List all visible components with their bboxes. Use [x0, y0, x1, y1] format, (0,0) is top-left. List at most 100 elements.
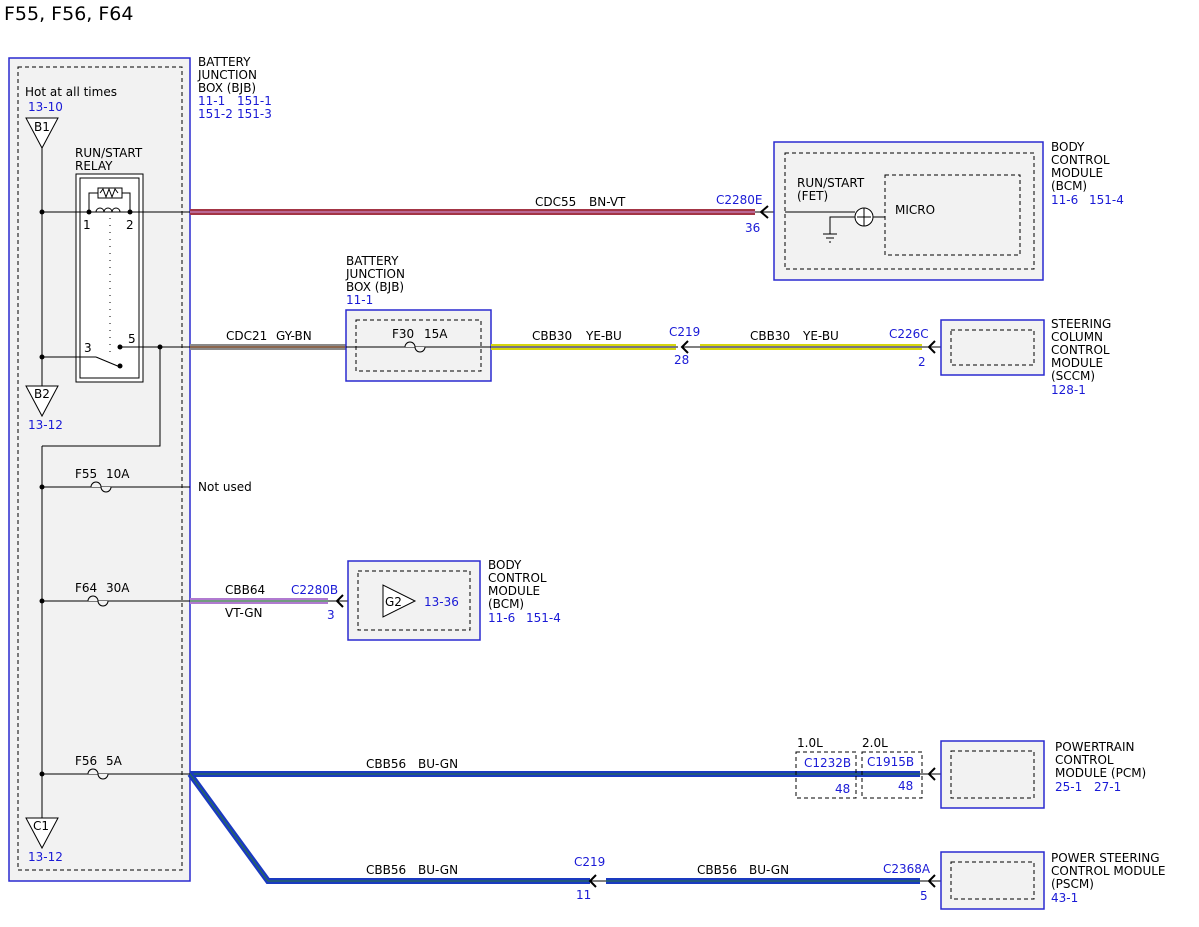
pcm: POWERTRAIN CONTROL MODULE (PCM) 25-1 27-…: [940, 740, 1146, 809]
c1-symbol: [25, 817, 59, 850]
f30-fuse-symbol: [404, 341, 426, 353]
bjb-f30-frame: [345, 309, 492, 382]
cdc55-circuit-label: CDC55: [535, 195, 576, 209]
b2-label: B2: [34, 387, 50, 401]
c2368a-connector-symbol: [927, 874, 936, 888]
c2368a-pin: 5: [920, 889, 928, 903]
bcm-g2-label-3: MODULE: [488, 584, 540, 598]
bjb-main-ref-4: 151-3: [237, 107, 272, 121]
cbb64-color-label: VT-GN: [225, 606, 262, 620]
bjb-f30: BATTERY JUNCTION BOX (BJB) 11-1 F30 15A: [345, 254, 492, 382]
bjb-main: BATTERY JUNCTION BOX (BJB) 11-1 151-1 15…: [8, 55, 272, 882]
b1-symbol: [25, 117, 59, 150]
c219-a-name: C219: [669, 325, 700, 339]
pcm-ref-2: 27-1: [1094, 780, 1121, 794]
bcm-top-label-4: (BCM): [1051, 179, 1087, 193]
relay-pin1-dot: [86, 209, 92, 215]
bcm-run-start-label-1: RUN/START: [797, 176, 865, 190]
pcm-connector-symbol: [927, 767, 936, 781]
bcm-top-ref-1: 11-6: [1051, 193, 1078, 207]
relay-pin-3: 3: [84, 341, 92, 355]
bjb-main-label-2: JUNCTION: [197, 68, 257, 82]
c2280b-name: C2280B: [291, 583, 338, 597]
c226c-pin: 2: [918, 355, 926, 369]
relay-switch-dot: [117, 363, 123, 369]
bcm-g2-ref-1: 11-6: [488, 611, 515, 625]
cdc21-circuit: CDC21 GY-BN: [190, 329, 346, 350]
cbb30-a-circuit-label: CBB30: [532, 329, 572, 343]
cbb56-b-circuit-label: CBB56: [366, 863, 406, 877]
c226c-connector-symbol: [927, 340, 936, 354]
pcm-inner-frame: [950, 750, 1035, 799]
f55-rating: 10A: [106, 467, 130, 481]
c226c-name: C226C: [889, 327, 929, 341]
bcm-g2-label-2: CONTROL: [488, 571, 547, 585]
c219-b-connector-symbol: [588, 874, 597, 888]
cbb56-b-color-label: BU-GN: [418, 863, 458, 877]
f64-rating: 30A: [106, 581, 130, 595]
relay-pin2-dot: [127, 209, 133, 215]
b1-label: B1: [34, 120, 50, 134]
cbb56-wire-b-stripe: [189, 773, 590, 882]
bcm-top-inner-frame: [784, 152, 1035, 270]
b2-ref: 13-12: [28, 418, 63, 432]
bcm-top-ref-2: 151-4: [1089, 193, 1124, 207]
bus-junction-2: [39, 354, 45, 360]
bcm-micro-label: MICRO: [895, 203, 935, 217]
pcm-ref-1: 25-1: [1055, 780, 1082, 794]
bjb-f30-label-3: BOX (BJB): [346, 280, 404, 294]
sccm-label-1: STEERING: [1051, 317, 1111, 331]
b1-ref: 13-10: [28, 100, 63, 114]
bjb-main-label-1: BATTERY: [198, 55, 251, 69]
g2-ref: 13-36: [424, 595, 459, 609]
c219-b-name: C219: [574, 855, 605, 869]
pcm-frame: [940, 740, 1045, 809]
cbb56-circuit: CBB56 BU-GN CBB56 BU-GN CBB56 BU-GN 1.0L…: [187, 736, 952, 903]
bus-junction-1: [39, 209, 45, 215]
pscm-ref: 43-1: [1051, 891, 1078, 905]
relay-label-2: RELAY: [75, 159, 113, 173]
bcm-top-label-3: MODULE: [1051, 166, 1103, 180]
sccm-label-4: MODULE: [1051, 356, 1103, 370]
cbb56-a-circuit-label: CBB56: [366, 757, 406, 771]
relay-switch-contact: [95, 356, 121, 368]
bjb-f30-inner-frame: [355, 319, 482, 372]
c1915b-pin: 48: [898, 779, 913, 793]
bcm-ground-wire: [829, 216, 855, 234]
f55-fuse-symbol: [90, 481, 112, 493]
bjb-main-ref-1: 11-1: [198, 94, 225, 108]
cbb56-c-circuit-label: CBB56: [697, 863, 737, 877]
sccm-label-3: CONTROL: [1051, 343, 1110, 357]
f30-name: F30: [392, 327, 414, 341]
g2-label: G2: [385, 595, 402, 609]
pscm-label-1: POWER STEERING: [1051, 851, 1160, 865]
f55-junction: [39, 484, 45, 490]
c219-a-pin: 28: [674, 353, 689, 367]
c1-ref: 13-12: [28, 850, 63, 864]
pcm-label-2: CONTROL: [1055, 753, 1114, 767]
bjb-f30-ref: 11-1: [346, 293, 373, 307]
f64-junction: [39, 598, 45, 604]
bcm-top: RUN/START (FET) MICRO BODY CONTROL MODUL…: [773, 140, 1124, 281]
cbb56-a-color-label: BU-GN: [418, 757, 458, 771]
pscm-label-2: CONTROL MODULE: [1051, 864, 1166, 878]
not-used-label: Not used: [198, 480, 252, 494]
sccm-label-2: COLUMN: [1051, 330, 1103, 344]
f56-rating: 5A: [106, 754, 123, 768]
bcm-g2-inner-frame: [357, 570, 471, 631]
c1232b-name: C1232B: [804, 756, 851, 770]
c219-b-pin: 11: [576, 888, 591, 902]
c1915b-name: C1915B: [867, 755, 914, 769]
f30-rating: 15A: [424, 327, 448, 341]
c1232b-pin: 48: [835, 782, 850, 796]
pscm-frame: [940, 851, 1045, 910]
f56-name: F56: [75, 754, 97, 768]
cdc55-color-label: BN-VT: [589, 195, 626, 209]
bjb-f30-label-2: JUNCTION: [345, 267, 405, 281]
relay-resistor-zigzag: [99, 187, 119, 199]
sccm-label-5: (SCCM): [1051, 369, 1095, 383]
c2280e-name: C2280E: [716, 193, 763, 207]
cdc21-circuit-label: CDC21: [226, 329, 267, 343]
cbb64-circuit-label: CBB64: [225, 583, 265, 597]
sccm: STEERING COLUMN CONTROL MODULE (SCCM) 12…: [940, 317, 1111, 397]
